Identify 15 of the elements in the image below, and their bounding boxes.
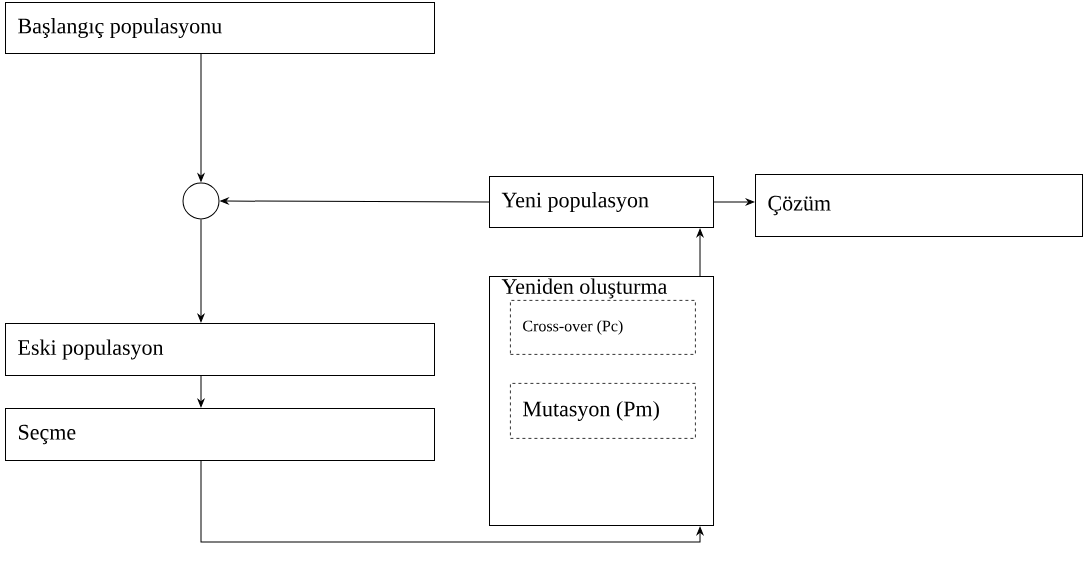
arrow <box>197 219 205 323</box>
arrow <box>713 198 755 206</box>
process-box: Seçme <box>5 408 435 461</box>
process-box: Yeni populasyon <box>489 176 714 228</box>
operator-box: Mutasyon (Pm) <box>510 383 696 439</box>
arrow <box>197 375 205 408</box>
arrow <box>200 460 704 543</box>
operator-box: Cross-over (Pc) <box>510 300 696 355</box>
process-box: Başlangıç populasyonu <box>5 2 435 54</box>
arrow <box>220 197 490 205</box>
junction-circle <box>182 182 220 220</box>
arrow <box>197 53 205 182</box>
arrow <box>696 228 704 277</box>
process-box: Eski populasyon <box>5 323 435 376</box>
result-box: Çözüm <box>755 174 1083 237</box>
